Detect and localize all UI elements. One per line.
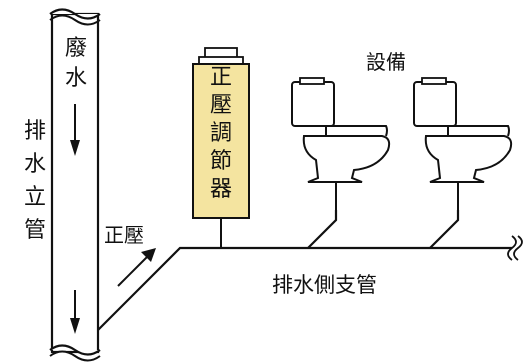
pressure-regulator — [192, 47, 250, 248]
branch-pipe-label: 排水側支管 — [272, 273, 377, 297]
down-arrow-icon — [70, 290, 80, 334]
toilet-icon — [291, 77, 391, 210]
regulator-label: 正壓調節器 — [210, 65, 232, 202]
stack-title: 排水立管 — [24, 119, 46, 243]
fixtures-label: 設備 — [366, 50, 406, 74]
positive-pressure-label: 正壓 — [104, 223, 144, 247]
wastewater-label: 廢水 — [65, 36, 87, 91]
down-arrow-icon — [70, 104, 80, 156]
branch-pipe-line — [97, 246, 512, 331]
pipe-break-icon — [507, 235, 517, 261]
toilet-icon — [413, 77, 513, 210]
pressure-arrow-icon — [117, 248, 156, 287]
